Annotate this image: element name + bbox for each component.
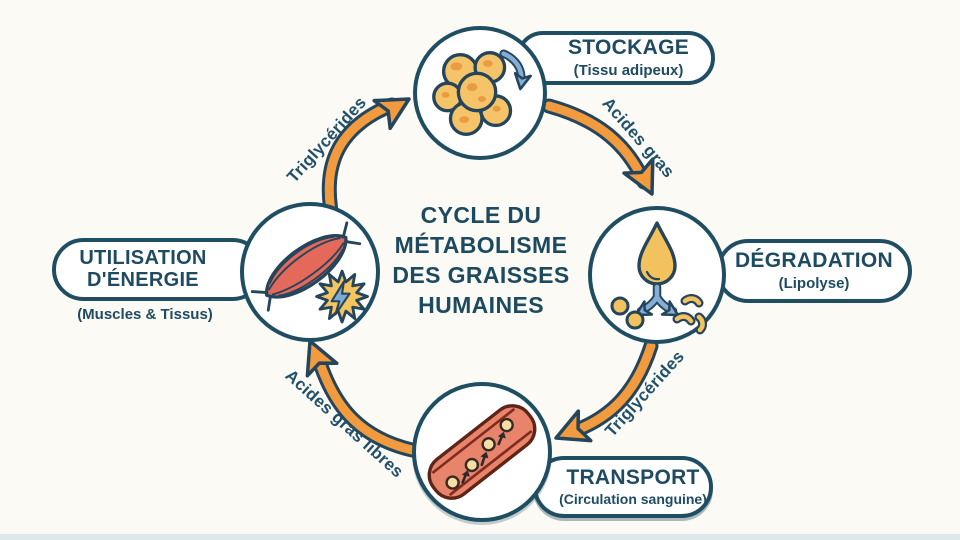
utilisation-label-pill: UTILISATION D'ÉNERGIE xyxy=(52,238,264,301)
stockage-subtitle: (Tissu adipeux) xyxy=(573,61,684,79)
degradation-title: DÉGRADATION xyxy=(734,249,894,273)
bottom-edge-strip xyxy=(0,534,960,540)
stockage-label-pill: STOCKAGE (Tissu adipeux) xyxy=(516,31,715,85)
degradation-label-pill: DÉGRADATION (Lipolyse) xyxy=(716,239,912,303)
flow-arrows xyxy=(461,431,506,484)
title-line-3: DES GRAISSES xyxy=(392,262,570,288)
rotation-arrow-icon xyxy=(499,49,532,91)
fat-cells-icon xyxy=(432,49,532,136)
lipolysis-droplet-icon xyxy=(610,221,707,335)
transport-label-pill: TRANSPORT (Circulation sanguine) xyxy=(533,456,713,518)
arrow-transport-to-utilisation xyxy=(305,339,420,458)
transport-title: TRANSPORT xyxy=(566,465,700,489)
stockage-node xyxy=(413,26,547,160)
arrow-degradation-to-transport xyxy=(554,338,659,443)
utilisation-title: UTILISATION D'ÉNERGIE xyxy=(79,246,207,291)
split-arrow-icon xyxy=(634,282,680,317)
degradation-node xyxy=(588,206,726,344)
title-line-2: MÉTABOLISME xyxy=(394,232,568,258)
fatty-acid-beads-icon xyxy=(610,294,707,335)
transport-subtitle: (Circulation sanguine) xyxy=(559,491,707,508)
diagram-title: CYCLE DU MÉTABOLISME DES GRAISSES HUMAIN… xyxy=(351,200,611,320)
utilisation-node xyxy=(240,202,380,342)
stockage-title: STOCKAGE xyxy=(567,36,690,60)
muscle-energy-icon xyxy=(250,221,369,324)
blood-vessel-icon xyxy=(427,404,537,500)
muscle-icon xyxy=(250,221,362,312)
title-line-4: HUMAINES xyxy=(418,292,544,318)
degradation-subtitle: (Lipolyse) xyxy=(778,274,850,292)
utilisation-subtitle: (Muscles & Tissus) xyxy=(77,306,213,323)
flow-dots xyxy=(445,417,514,490)
transport-node xyxy=(412,382,552,522)
droplet-icon xyxy=(637,221,677,286)
lightning-bolt-icon xyxy=(330,280,351,316)
arrow-stockage-to-degradation xyxy=(541,98,655,196)
title-line-1: CYCLE DU xyxy=(420,202,542,228)
